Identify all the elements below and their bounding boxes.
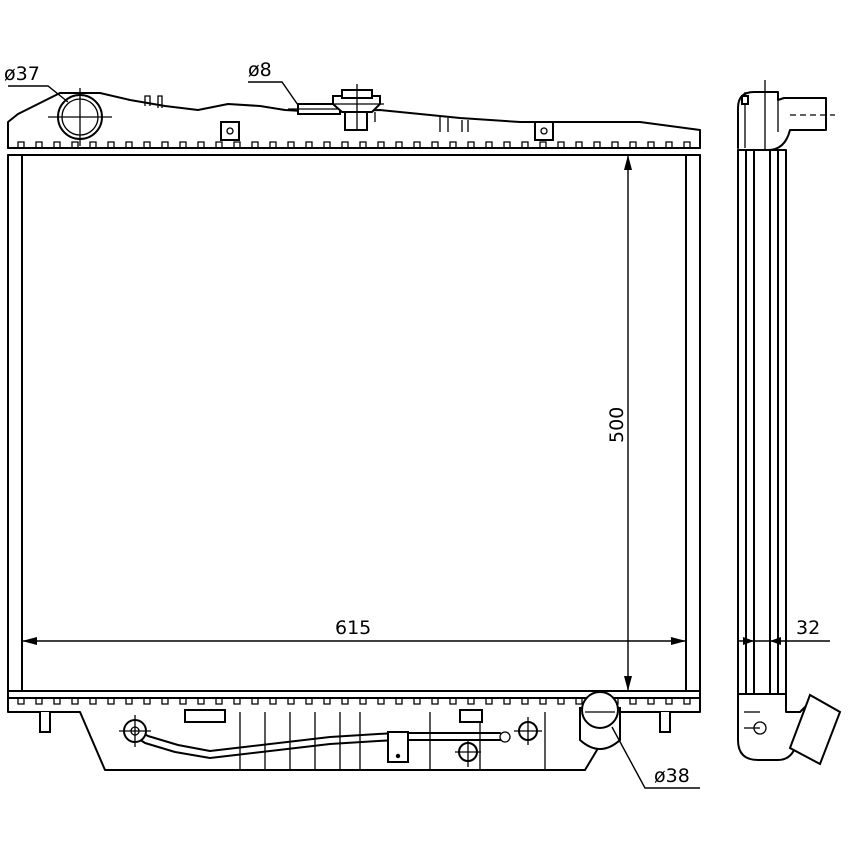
bottom-tank <box>7 690 701 771</box>
top-tank <box>7 84 701 156</box>
side-view <box>737 80 842 766</box>
height-dimension <box>620 154 636 691</box>
width-dimension <box>22 637 686 645</box>
thickness-dimension-label: 32 <box>796 617 820 639</box>
width-dimension-label: 615 <box>335 617 371 639</box>
inlet-diameter-label: ø37 <box>4 63 40 85</box>
outlet-pipe <box>579 691 621 750</box>
outlet-diameter-label: ø38 <box>654 765 690 787</box>
height-dimension-label: 500 <box>606 407 628 443</box>
side-plate-left <box>7 154 23 692</box>
filler-cap <box>330 84 384 131</box>
front-view <box>7 81 701 789</box>
side-plate-right <box>685 154 701 692</box>
overflow-diameter-label: ø8 <box>248 59 272 81</box>
